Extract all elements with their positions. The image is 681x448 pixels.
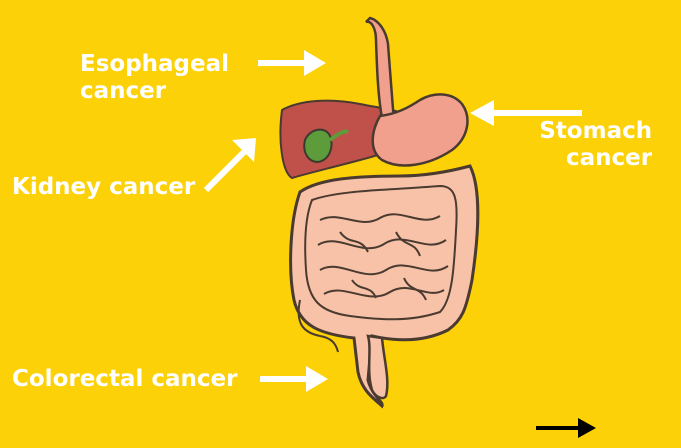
arrow-right-icon bbox=[258, 50, 326, 76]
arrow-up-right-icon bbox=[206, 138, 256, 190]
label-line-1: Esophageal bbox=[80, 51, 229, 78]
label-line-2: cancer bbox=[532, 145, 652, 172]
arrow-right-icon bbox=[260, 366, 328, 392]
label-line-1: Stomach bbox=[532, 118, 652, 145]
label-stomach-cancer: Stomach cancer bbox=[532, 118, 652, 172]
next-arrow-icon bbox=[536, 418, 596, 438]
gallbladder bbox=[304, 130, 331, 162]
label-esophageal-cancer: Esophageal cancer bbox=[80, 51, 229, 105]
rectum bbox=[368, 336, 387, 398]
label-kidney-cancer: Kidney cancer bbox=[12, 174, 195, 201]
label-line-2: cancer bbox=[80, 78, 229, 105]
label-colorectal-cancer: Colorectal cancer bbox=[12, 366, 237, 393]
